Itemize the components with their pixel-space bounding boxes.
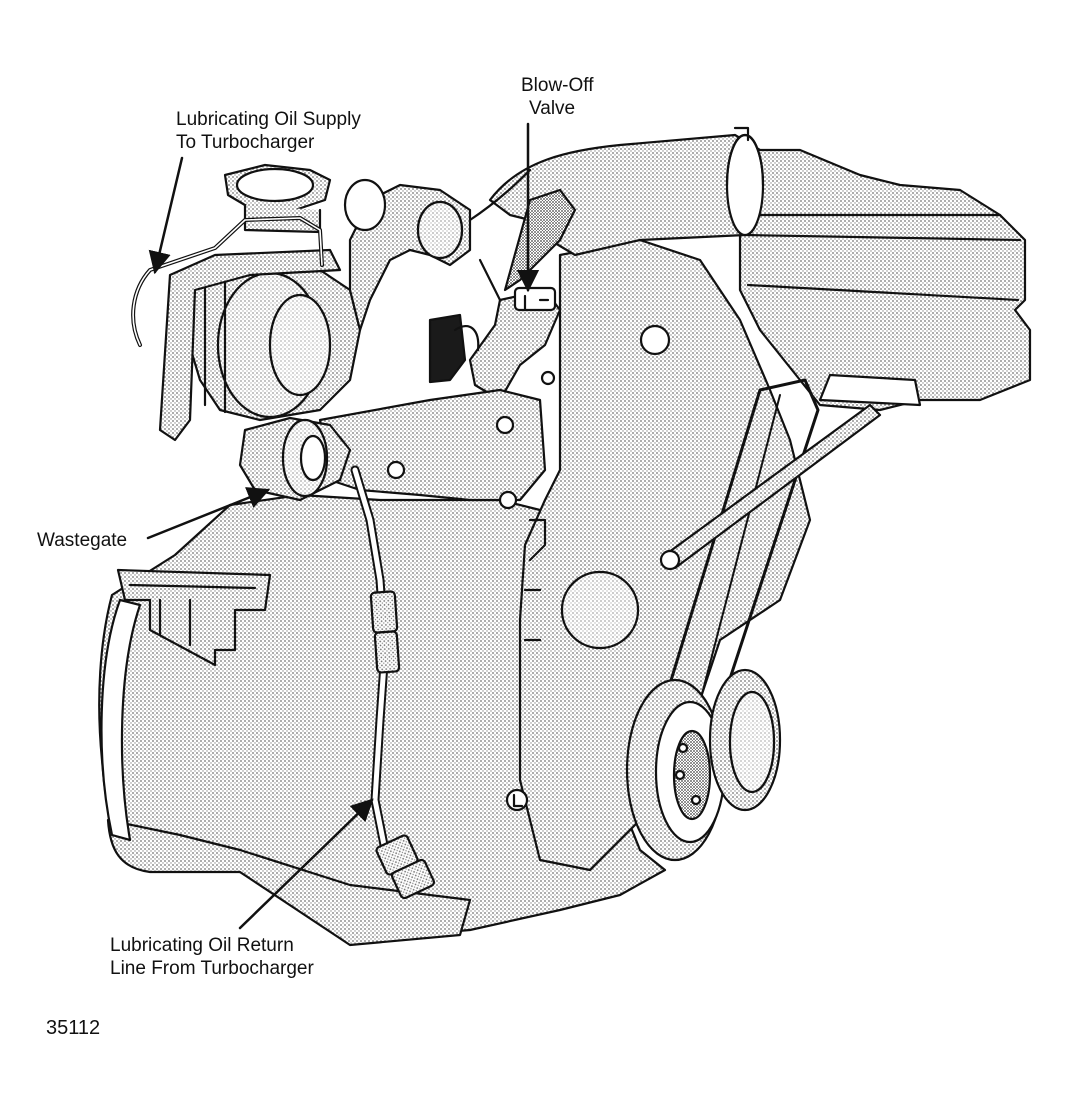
wastegate-callout-text: Wastegate (37, 530, 128, 551)
oil-return-callout-line2: Line From Turbocharger (110, 958, 314, 979)
oil-supply-callout: Lubricating Oil Supply To Turbocharger (176, 108, 361, 154)
oil-return-callout: Lubricating Oil Return Line From Turboch… (110, 934, 314, 980)
oil-supply-callout-line1: Lubricating Oil Supply (176, 109, 361, 130)
oil-return-leader (238, 798, 374, 930)
blow-off-callout-line1: Blow-Off (521, 75, 594, 96)
wastegate-leader (146, 487, 271, 540)
oil-supply-callout-line2: To Turbocharger (176, 132, 315, 153)
oil-return-callout-line1: Lubricating Oil Return (110, 935, 294, 956)
heat-shield (158, 248, 342, 442)
blow-off-callout-line2: Valve (529, 98, 576, 119)
oil-pan (106, 818, 472, 947)
bell-housing-flange (100, 598, 142, 842)
figure-number: 35112 (46, 1017, 101, 1039)
blow-off-callout: Blow-Off Valve (521, 74, 594, 120)
intake-plenum (738, 208, 1032, 412)
engine-mount-bracket (116, 568, 272, 667)
wastegate-callout: Wastegate (37, 529, 127, 552)
exhaust-manifold (318, 388, 547, 502)
oil-supply-leader (148, 156, 184, 275)
